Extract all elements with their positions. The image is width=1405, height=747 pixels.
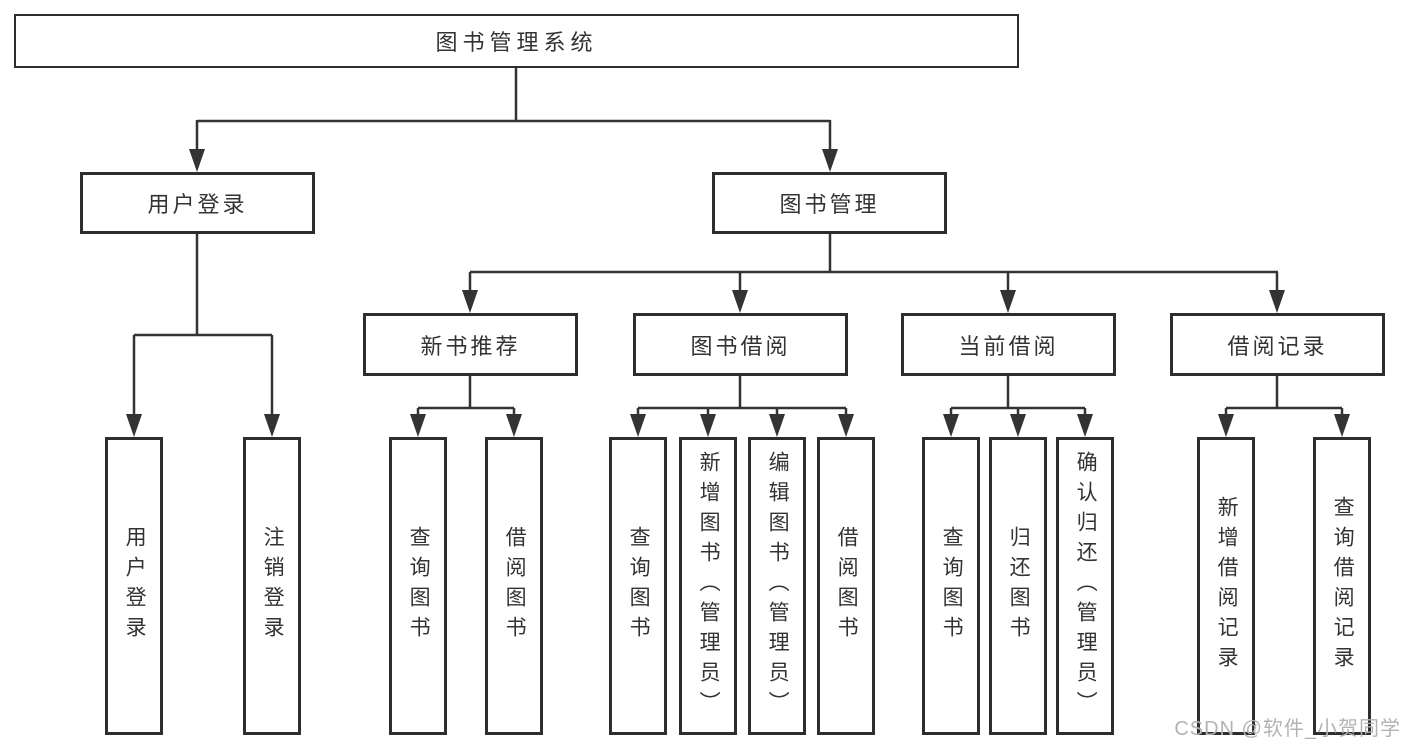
leaf-borrow-book-1-label: 借阅图书 xyxy=(503,526,527,646)
node-new-book-recommend: 新书推荐 xyxy=(363,313,578,376)
leaf-logout: 注销登录 xyxy=(243,437,301,735)
leaf-logout-label: 注销登录 xyxy=(261,526,285,646)
node-book-borrow: 图书借阅 xyxy=(633,313,848,376)
leaf-confirm-return-admin: 确认归还（管理员） xyxy=(1056,437,1114,735)
node-book-borrow-label: 图书借阅 xyxy=(690,333,791,359)
node-user-login-label: 用户登录 xyxy=(147,192,248,217)
leaf-user-login: 用户登录 xyxy=(105,437,163,735)
leaf-add-borrow-record-label: 新增借阅记录 xyxy=(1215,496,1239,676)
leaf-user-login-label: 用户登录 xyxy=(123,526,147,646)
leaf-return-book-label: 归还图书 xyxy=(1007,526,1031,646)
leaf-query-book-3: 查询图书 xyxy=(922,437,980,735)
node-new-book-recommend-label: 新书推荐 xyxy=(420,333,521,359)
node-book-management: 图书管理 xyxy=(712,172,947,234)
leaf-add-book-admin-label: 新增图书（管理员） xyxy=(697,451,721,721)
leaf-query-borrow-record-label: 查询借阅记录 xyxy=(1331,496,1355,676)
node-borrow-record: 借阅记录 xyxy=(1170,313,1385,376)
leaf-add-book-admin: 新增图书（管理员） xyxy=(679,437,737,735)
leaf-borrow-book-1: 借阅图书 xyxy=(485,437,543,735)
node-user-login: 用户登录 xyxy=(80,172,315,234)
node-borrow-record-label: 借阅记录 xyxy=(1227,333,1328,359)
leaf-add-borrow-record: 新增借阅记录 xyxy=(1197,437,1255,735)
node-book-management-label: 图书管理 xyxy=(779,192,880,217)
leaf-query-book-1-label: 查询图书 xyxy=(407,526,431,646)
node-current-borrow-label: 当前借阅 xyxy=(958,333,1059,359)
node-current-borrow: 当前借阅 xyxy=(901,313,1116,376)
csdn-watermark: CSDN @软件_小贺同学 xyxy=(1174,718,1401,740)
leaf-borrow-book-2-label: 借阅图书 xyxy=(835,526,859,646)
leaf-query-book-2: 查询图书 xyxy=(609,437,667,735)
leaf-query-book-3-label: 查询图书 xyxy=(940,526,964,646)
leaf-edit-book-admin: 编辑图书（管理员） xyxy=(748,437,806,735)
node-root-label: 图书管理系统 xyxy=(435,30,598,55)
leaf-query-book-1: 查询图书 xyxy=(389,437,447,735)
leaf-query-borrow-record: 查询借阅记录 xyxy=(1313,437,1371,735)
node-root: 图书管理系统 xyxy=(14,14,1019,68)
leaf-return-book: 归还图书 xyxy=(989,437,1047,735)
leaf-confirm-return-admin-label: 确认归还（管理员） xyxy=(1074,451,1098,721)
leaf-edit-book-admin-label: 编辑图书（管理员） xyxy=(766,451,790,721)
leaf-query-book-2-label: 查询图书 xyxy=(627,526,651,646)
arrowheads xyxy=(126,149,1350,437)
leaf-borrow-book-2: 借阅图书 xyxy=(817,437,875,735)
